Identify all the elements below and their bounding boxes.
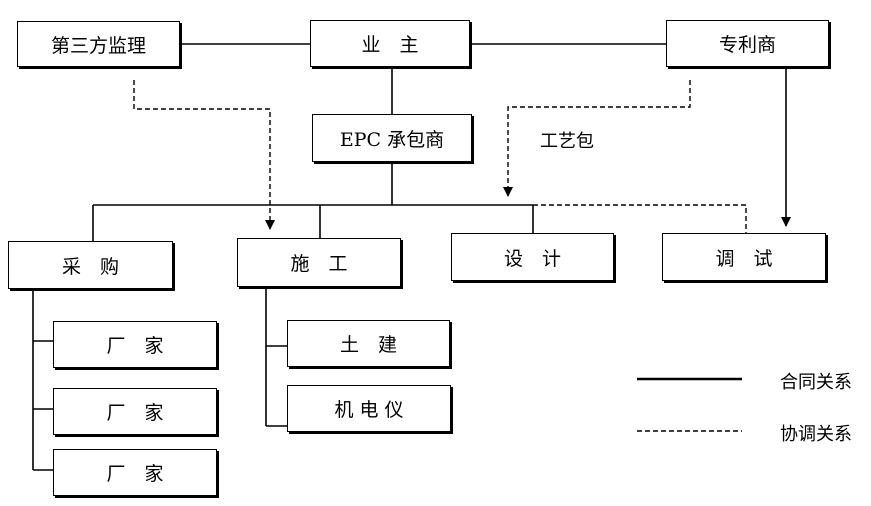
design-node: 设 计 <box>451 233 614 281</box>
process-package-label: 工艺包 <box>540 131 594 152</box>
epc-contractor-node: EPC 承包商 <box>312 114 472 162</box>
supervisor-node: 第三方监理 <box>17 21 180 67</box>
owner-node: 业 主 <box>310 20 470 67</box>
legend-contract-label: 合同关系 <box>780 372 852 393</box>
mep-node: 机 电 仪 <box>287 385 451 432</box>
civil-node: 土 建 <box>287 320 450 367</box>
commissioning-node: 调 试 <box>662 233 826 281</box>
legend-coordination-label: 协调关系 <box>780 424 852 445</box>
design-commissioning-line <box>533 204 747 233</box>
coordination-lines <box>133 80 747 233</box>
patentee-node: 专利商 <box>666 20 829 67</box>
procurement-node: 采 购 <box>8 241 173 289</box>
vendor-node-1: 厂 家 <box>53 321 217 368</box>
patentee-design-arrow <box>503 80 691 197</box>
construction-node: 施 工 <box>237 238 401 287</box>
vendor-node-2: 厂 家 <box>53 388 217 435</box>
vendor-node-3: 厂 家 <box>53 449 217 496</box>
supervisor-construction-arrow <box>133 80 275 230</box>
contract-lines <box>32 43 791 471</box>
